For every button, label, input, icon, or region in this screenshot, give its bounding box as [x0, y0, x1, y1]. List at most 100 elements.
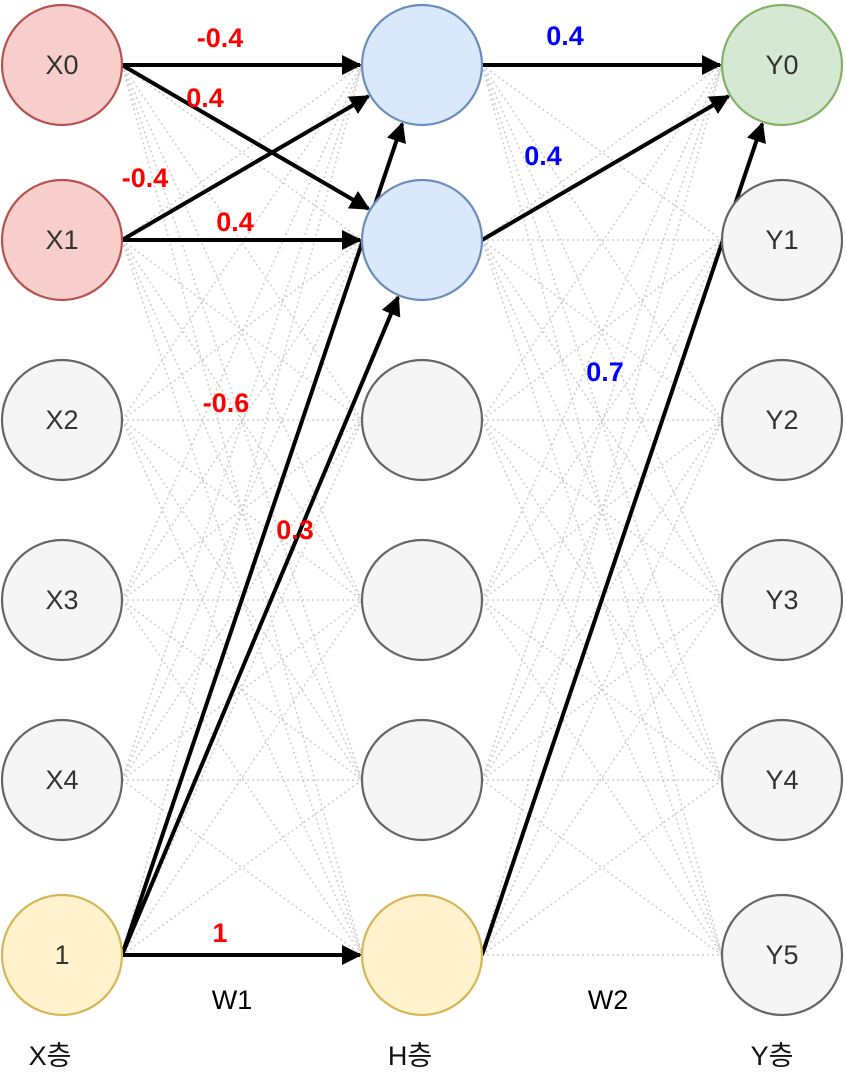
faint-edge: [121, 239, 363, 601]
faint-edge: [121, 599, 363, 956]
faint-edge: [481, 599, 723, 956]
faint-edge: [481, 64, 723, 421]
y-node-1: Y1: [720, 178, 844, 302]
y-node-label: Y0: [765, 50, 798, 80]
faint-edge: [481, 64, 723, 601]
x-node-label: 1: [54, 940, 69, 970]
w2-weight-label: 0.7: [586, 357, 624, 387]
weighted-connections: [120, 55, 766, 965]
y-node-label: Y1: [765, 225, 798, 255]
w2-weight-label: 0.4: [524, 141, 562, 171]
h-node-circle: [360, 358, 484, 482]
h-node-1: [360, 178, 484, 302]
h-node-circle: [360, 538, 484, 662]
faint-edge: [481, 419, 723, 956]
y-node-label: Y4: [765, 765, 798, 795]
x-node-label: X4: [45, 765, 78, 795]
y-node-circle: [720, 538, 844, 662]
y-node-label: Y2: [765, 405, 798, 435]
faint-edge: [121, 64, 363, 956]
h-layer-label: H층: [388, 1041, 432, 1071]
x-node-5: 1: [0, 893, 124, 1017]
faint-edge: [121, 599, 363, 781]
faint-edge: [121, 239, 363, 956]
faint-edge: [481, 64, 723, 241]
weighted-edge: [480, 94, 731, 242]
h-node-circle: [360, 178, 484, 302]
h-node-3: [360, 538, 484, 662]
x-node-circle: [0, 178, 124, 302]
faint-edge: [481, 64, 723, 781]
x-node-circle: [0, 358, 124, 482]
y-node-label: Y3: [765, 585, 798, 615]
weight-labels: -0.4 0.4 -0.4 0.4 -0.6 0.3 1 0.4 0.4 0.7: [122, 21, 624, 948]
weighted-edge: [120, 94, 371, 242]
faint-edge: [121, 599, 363, 956]
weighted-edge: [120, 295, 401, 956]
y-layer-label: Y층: [751, 1041, 794, 1071]
faint-connections: [121, 64, 723, 956]
faint-edge: [121, 239, 363, 421]
x-node-circle: [0, 3, 124, 127]
y-node-2: Y2: [720, 358, 844, 482]
weighted-edge: [480, 121, 766, 956]
faint-edge: [121, 64, 363, 421]
w2-weight-label: 0.4: [546, 21, 584, 51]
y-node-3: Y3: [720, 538, 844, 662]
y-node-circle: [720, 178, 844, 302]
x-node-3: X3: [0, 538, 124, 662]
faint-edge: [121, 64, 363, 421]
h-node-0: [360, 3, 484, 127]
faint-edge: [481, 64, 723, 241]
faint-edge: [481, 779, 723, 956]
faint-edge: [121, 64, 363, 601]
y-node-label: Y5: [765, 940, 798, 970]
w1-label: W1: [212, 985, 253, 1015]
x-layer-label: X층: [29, 1041, 72, 1071]
faint-edge: [121, 64, 363, 601]
w1-weight-label: 0.4: [216, 207, 254, 237]
x-node-2: X2: [0, 358, 124, 482]
weighted-edge: [120, 63, 371, 211]
faint-edge: [481, 239, 723, 601]
w1-weight-label: 0.4: [186, 83, 224, 113]
h-node-5: [360, 893, 484, 1017]
w1-weight-label: -0.4: [122, 163, 169, 193]
w1-weight-label: -0.4: [197, 23, 244, 53]
h-node-circle: [360, 718, 484, 842]
faint-edge: [481, 239, 723, 956]
y-node-circle: [720, 3, 844, 127]
h-node-2: [360, 358, 484, 482]
x-node-circle: [0, 538, 124, 662]
faint-edge: [481, 64, 723, 956]
w1-weight-label: 1: [212, 918, 227, 948]
x-node-0: X0: [0, 3, 124, 127]
h-node-4: [360, 718, 484, 842]
faint-edge: [481, 64, 723, 601]
faint-edge: [121, 419, 363, 956]
x-node-4: X4: [0, 718, 124, 842]
faint-edge: [481, 419, 723, 956]
faint-edge: [121, 64, 363, 781]
x-node-label: X3: [45, 585, 78, 615]
x-node-1: X1: [0, 178, 124, 302]
x-node-circle: [0, 893, 124, 1017]
y-node-4: Y4: [720, 718, 844, 842]
faint-edge: [481, 599, 723, 781]
x-node-label: X1: [45, 225, 78, 255]
y-node-circle: [720, 358, 844, 482]
h-node-circle: [360, 893, 484, 1017]
y-node-circle: [720, 893, 844, 1017]
x-node-label: X2: [45, 405, 78, 435]
h-node-circle: [360, 3, 484, 127]
faint-edge: [121, 64, 363, 781]
faint-edge: [481, 64, 723, 781]
y-node-5: Y5: [720, 893, 844, 1017]
w1-weight-label: 0.3: [276, 515, 314, 545]
faint-edge: [121, 419, 363, 956]
w1-weight-label: -0.6: [203, 388, 250, 418]
faint-edge: [481, 239, 723, 421]
x-node-circle: [0, 718, 124, 842]
